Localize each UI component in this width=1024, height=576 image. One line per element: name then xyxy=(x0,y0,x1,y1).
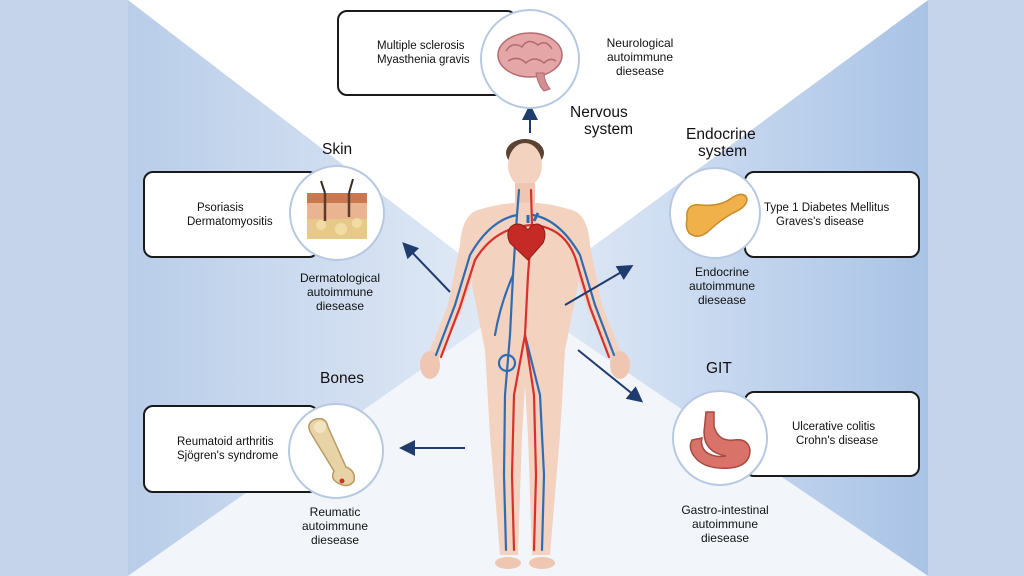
git-disease-2: Crohn's disease xyxy=(796,435,879,447)
arrow-to-git xyxy=(577,349,644,403)
pancreas-circle xyxy=(669,167,761,259)
endocrine-disease-1: Type 1 Diabetes Mellitus xyxy=(764,201,890,214)
skin-disease-1: Psoriasis xyxy=(197,201,244,214)
bones-disease-2: Sjögren's syndrome xyxy=(177,450,279,462)
git-disease-1: Ulcerative colitis xyxy=(792,421,876,433)
skin-disease-2: Dermatomyositis xyxy=(187,215,273,228)
endocrine-category: Endocrine autoimmune diesease xyxy=(688,265,756,307)
stomach-icon xyxy=(689,411,751,469)
arrow-to-skin xyxy=(402,242,451,293)
brain-icon xyxy=(497,32,563,92)
bones-disease-1: Reumatoid arthritis xyxy=(177,436,274,448)
skin-circle xyxy=(289,165,385,261)
nervous-system-title: Nervous system xyxy=(570,104,634,138)
bones-category: Reumatic autoimmune diesease xyxy=(301,505,369,547)
endocrine-disease-2: Graves's disease xyxy=(776,215,864,228)
femur-bone-icon xyxy=(308,417,356,487)
stomach-circle xyxy=(672,390,768,486)
git-category: Gastro-intestinal autoimmune diesease xyxy=(681,503,769,545)
endocrine-title: Endocrine system xyxy=(686,126,756,160)
brain-circle xyxy=(480,9,580,109)
endocrine-disease-box: Type 1 Diabetes Mellitus Graves's diseas… xyxy=(744,171,920,258)
skin-title: Skin xyxy=(322,141,353,158)
arrow-to-endocrine xyxy=(564,264,634,306)
skin-layers-icon xyxy=(307,178,367,239)
skin-category: Dermatological autoimmune diesease xyxy=(299,271,381,313)
nervous-disease-2: Myasthenia gravis xyxy=(377,54,470,66)
human-circulatory-system-icon xyxy=(420,139,630,569)
bones-title: Bones xyxy=(320,370,364,387)
git-disease-box: Ulcerative colitis Crohn's disease xyxy=(744,391,920,477)
git-title: GIT xyxy=(706,360,732,377)
nervous-disease-1: Multiple sclerosis xyxy=(377,40,465,52)
bone-circle xyxy=(288,403,384,499)
nervous-category: Neurological autoimmune diesease xyxy=(606,36,674,78)
pancreas-icon xyxy=(685,193,748,237)
